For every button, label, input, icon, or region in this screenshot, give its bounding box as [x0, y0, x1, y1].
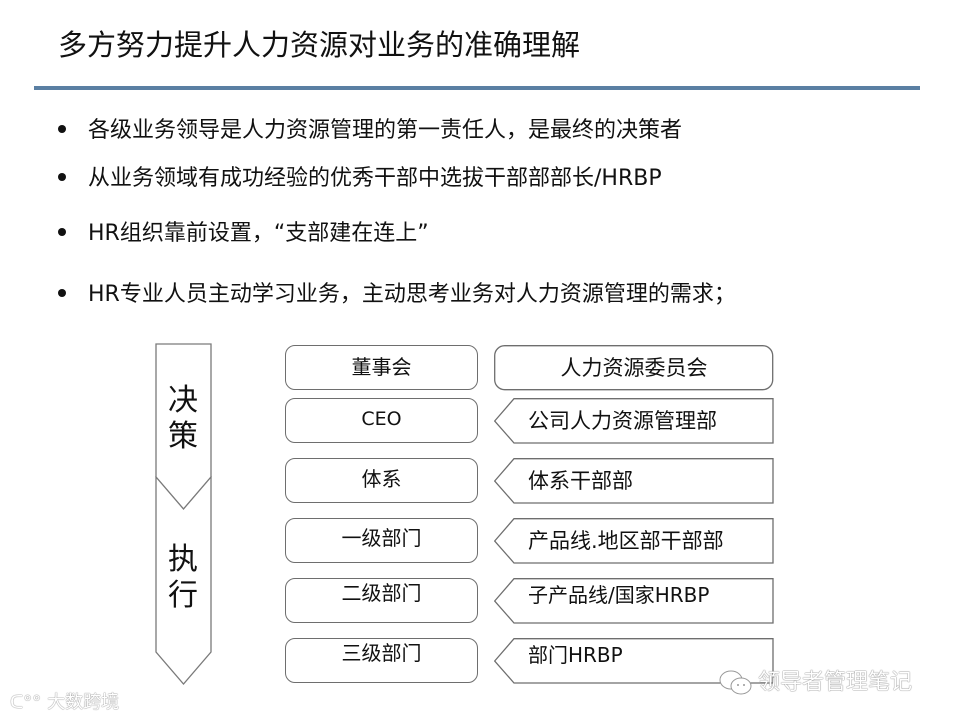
- bullet-item: 从业务领域有成功经验的优秀干部中选拔干部部部长/HRBP: [58, 160, 662, 192]
- watermark-right: 领导者管理笔记: [718, 664, 912, 697]
- bullet-item: HR专业人员主动学习业务，主动思考业务对人力资源管理的需求；: [58, 276, 736, 308]
- phase-label: 决策: [168, 383, 198, 454]
- hr-unit-box: 公司人力资源管理部: [494, 398, 774, 444]
- bullet-icon: [58, 173, 66, 181]
- bullet-item: HR组织靠前设置，“支部建在连上”: [58, 215, 429, 247]
- wechat-icon: [719, 670, 752, 695]
- business-level-box: 三级部门: [285, 638, 478, 683]
- hr-unit-box: 人力资源委员会: [494, 345, 774, 391]
- phase-label: 执行: [168, 542, 198, 613]
- bullet-text: HR组织靠前设置，“支部建在连上”: [88, 221, 429, 246]
- hr-unit-label: 体系干部部: [528, 469, 633, 493]
- bullet-icon: [58, 125, 66, 133]
- hr-unit-box: 体系干部部: [494, 458, 774, 504]
- bullet-text: 各级业务领导是人力资源管理的第一责任人，是最终的决策者: [88, 118, 683, 143]
- bullet-item: 各级业务领导是人力资源管理的第一责任人，是最终的决策者: [58, 112, 682, 144]
- business-level-box: CEO: [285, 398, 478, 443]
- hr-unit-label: 产品线.地区部干部部: [528, 529, 724, 553]
- execution-phase-arrow: 执行: [155, 476, 213, 686]
- title-divider: [34, 86, 920, 90]
- watermark-left-text: 大数跨境: [47, 692, 120, 713]
- hr-unit-label: 子产品线/国家HRBP: [528, 583, 710, 607]
- hr-unit-label: 公司人力资源管理部: [528, 409, 717, 433]
- hr-unit-label: 人力资源委员会: [560, 356, 708, 380]
- slide-title: 多方努力提升人力资源对业务的准确理解: [58, 28, 581, 62]
- hr-unit-label: 部门HRBP: [528, 643, 623, 667]
- business-level-box: 二级部门: [285, 578, 478, 623]
- hr-unit-box: 部门HRBP: [494, 638, 774, 684]
- decision-phase-arrow: 决策: [155, 343, 213, 511]
- business-level-box: 体系: [285, 458, 478, 503]
- watermark-left: ᑕ°°大数跨境: [10, 688, 119, 714]
- bullet-icon: [58, 289, 66, 297]
- hr-unit-box: 产品线.地区部干部部: [494, 518, 774, 564]
- watermark-right-text: 领导者管理笔记: [758, 670, 913, 695]
- logo-icon: ᑕ°°: [10, 692, 42, 713]
- hr-unit-box: 子产品线/国家HRBP: [494, 578, 774, 624]
- bullet-text: 从业务领域有成功经验的优秀干部中选拔干部部部长/HRBP: [88, 166, 662, 191]
- business-level-box: 董事会: [285, 345, 478, 390]
- business-level-box: 一级部门: [285, 518, 478, 563]
- bullet-text: HR专业人员主动学习业务，主动思考业务对人力资源管理的需求；: [88, 282, 736, 307]
- bullet-icon: [58, 228, 66, 236]
